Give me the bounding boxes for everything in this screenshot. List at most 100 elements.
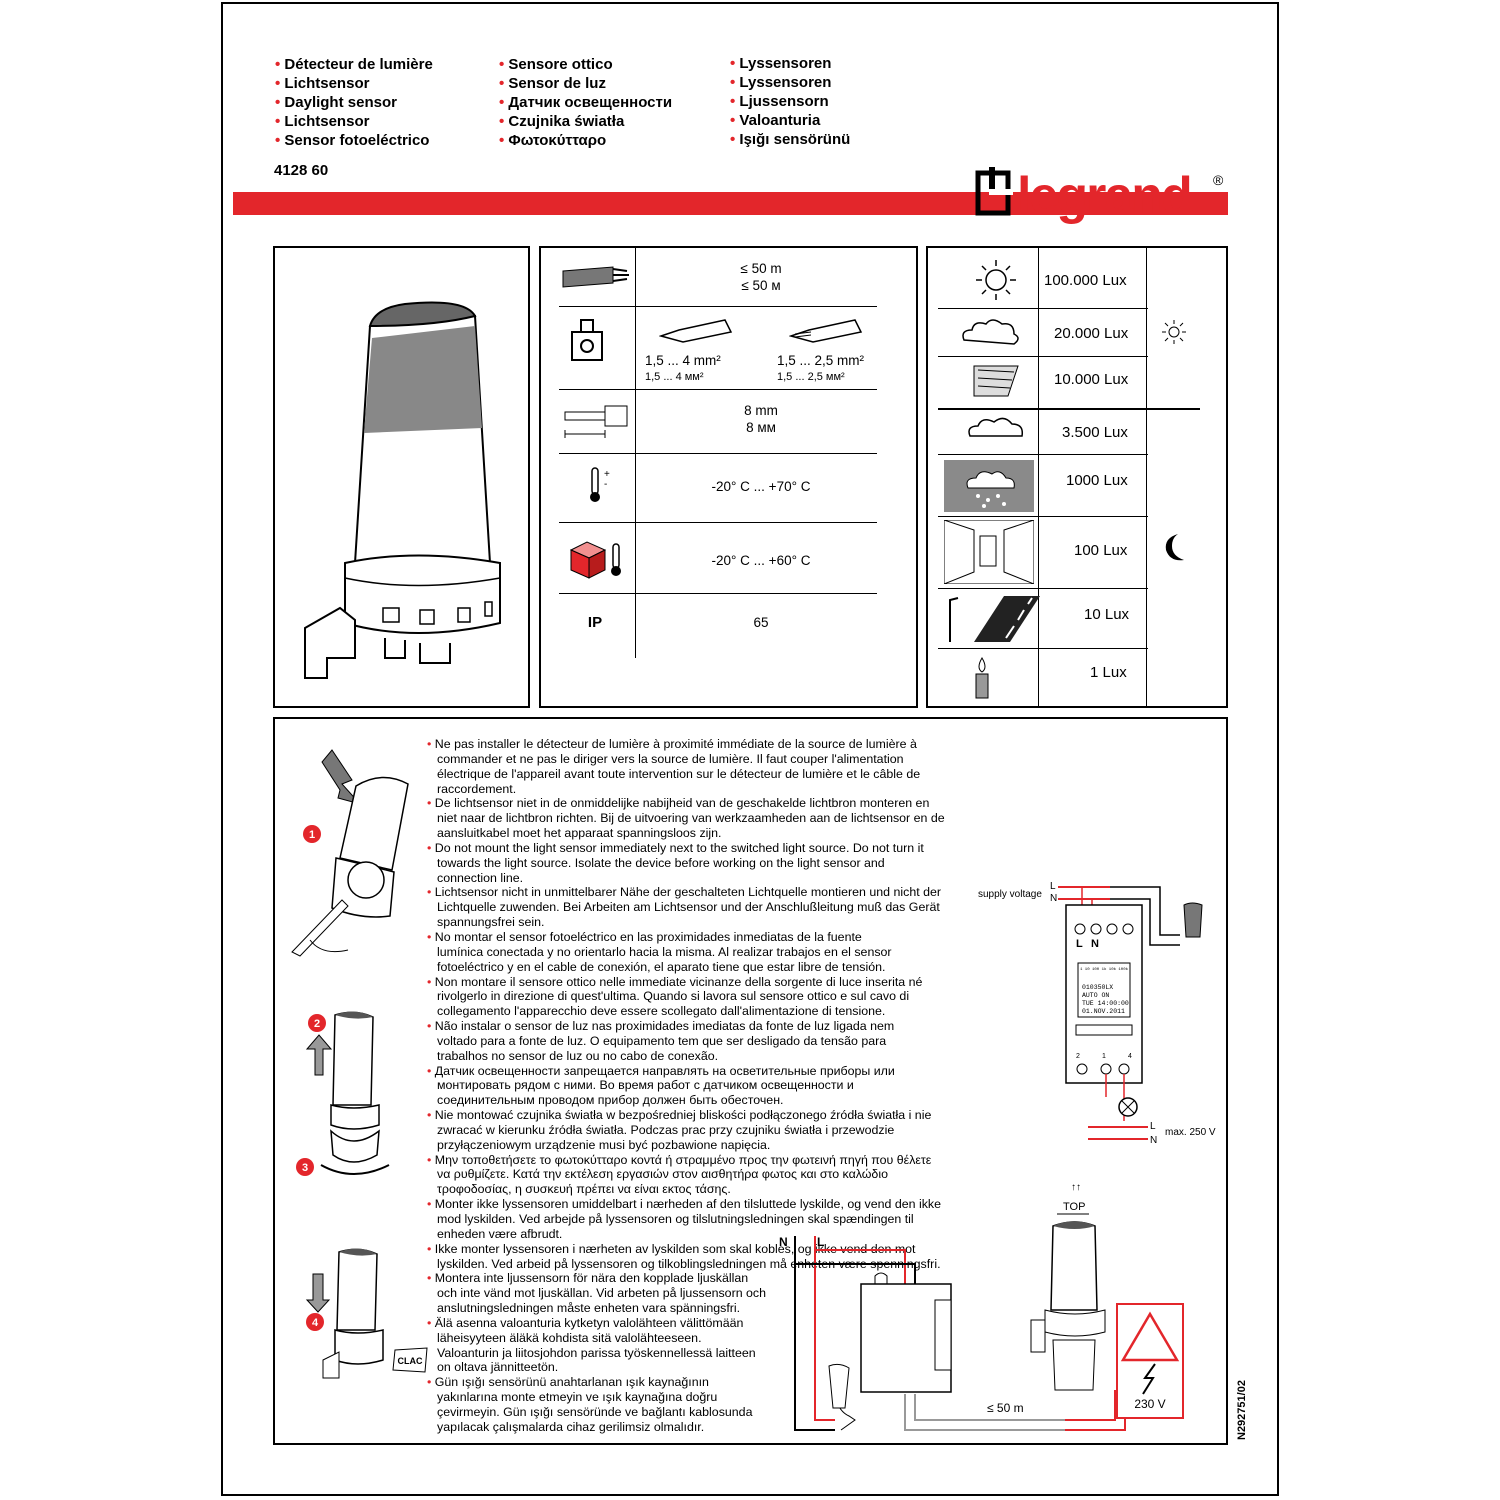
clac-label: CLAC xyxy=(398,1356,423,1366)
instruction-el: Μην τοποθετήσετε το φωτοκύτταρο κοντά ή … xyxy=(427,1153,937,1198)
display-line2: AUTO ON xyxy=(1082,992,1109,999)
operating-temperature: -20° C ... +70° C xyxy=(711,479,811,494)
product-name: Sensor fotoeléctrico xyxy=(275,131,433,150)
terminal-L-label: L xyxy=(1076,938,1083,950)
instruction-fr: Ne pas installer le détecteur de lumière… xyxy=(427,737,947,796)
terminal-N-label: N xyxy=(1091,938,1099,950)
night-moon-icon xyxy=(1165,534,1184,561)
supply-N-label: N xyxy=(1050,893,1057,904)
voltage-230-label: 230 V xyxy=(1134,1397,1165,1411)
product-name: Датчик освещенности xyxy=(499,93,672,112)
install-L-label: L xyxy=(817,1235,824,1249)
step-2-badge: 2 xyxy=(314,1018,320,1030)
flex-wire-latin: 1,5 ... 2,5 mm² xyxy=(777,353,865,368)
display-line1: 010350LX xyxy=(1082,984,1113,991)
product-name: Lichtsensor xyxy=(275,74,433,93)
instruction-en: Do not mount the light sensor immediatel… xyxy=(427,841,947,886)
rain-icon xyxy=(944,460,1034,512)
display-line4: 01.NOV.2011 xyxy=(1082,1008,1125,1015)
rigid-wire-cyrillic: 1,5 ... 4 мм² xyxy=(645,371,704,383)
strip-length: 8 mm 8 мм xyxy=(661,402,861,436)
contact-1-label: 1 xyxy=(1102,1053,1106,1060)
product-name: Işığı sensörünü xyxy=(730,130,850,149)
supply-voltage-label: supply voltage xyxy=(978,889,1042,900)
product-names-col3: Lyssensoren Lyssensoren Ljussensorn Valo… xyxy=(730,54,850,149)
display-line3: TUE 14:00:00 xyxy=(1082,1000,1129,1007)
ip-rating: 65 xyxy=(753,615,769,630)
instruction-es: No montar el sensor fotoeléctrico en las… xyxy=(427,930,907,975)
product-image-panel xyxy=(273,246,530,708)
instruction-pl: Nie montować czujnika światła w bezpośre… xyxy=(427,1108,937,1153)
product-name: Sensore ottico xyxy=(499,55,672,74)
step-2-3-illustration: 2 3 xyxy=(296,1011,390,1176)
sun-cloud-icon xyxy=(962,319,1019,345)
cable-length: ≤ 50 m ≤ 50 м xyxy=(661,260,861,294)
light-sensor-illustration xyxy=(304,301,501,679)
storage-temp-icon xyxy=(569,541,621,579)
legrand-logo: legrand ® xyxy=(975,167,1224,225)
rigid-wire-icon xyxy=(659,319,733,343)
instruction-tr: Gün ışığı sensörünü anahtarlanan ışık ka… xyxy=(427,1375,767,1434)
thermometer-icon: + - xyxy=(590,467,610,502)
strip-length-cyrillic: 8 мм xyxy=(746,420,776,435)
product-name: Lyssensoren xyxy=(730,54,850,73)
lux-20000: 20.000 Lux xyxy=(1054,325,1129,342)
product-name: Détecteur de lumière xyxy=(275,55,432,74)
instruction-nl: De lichtsensor niet in de onmiddelijke n… xyxy=(427,796,947,841)
document-code: N292751/02 xyxy=(1236,1380,1248,1440)
load-N-label: N xyxy=(1150,1135,1157,1146)
lux-1000: 1000 Lux xyxy=(1066,472,1128,489)
overcast-icon xyxy=(973,365,1019,397)
instruction-da: Monter ikke lyssensoren umiddelbart i næ… xyxy=(427,1197,947,1242)
lux-100: 100 Lux xyxy=(1074,542,1128,559)
step-1-illustration: 1 xyxy=(291,749,409,957)
rigid-wire-section: 1,5 ... 4 mm² 1,5 ... 4 мм² xyxy=(645,352,755,386)
sun-icon xyxy=(976,260,1016,300)
distance-label: ≤ 50 m xyxy=(987,1401,1024,1415)
flex-wire-cyrillic: 1,5 ... 2,5 мм² xyxy=(777,371,845,383)
storage-temperature: -20° C ... +60° C xyxy=(711,553,811,568)
product-name: Daylight sensor xyxy=(275,93,433,112)
terminal-screw-icon xyxy=(571,319,603,361)
contact-2-label: 2 xyxy=(1076,1053,1080,1060)
install-N-label: N xyxy=(779,1235,788,1249)
ip-label: IP xyxy=(587,614,603,631)
lux-1: 1 Lux xyxy=(1090,664,1127,681)
lux-10000: 10.000 Lux xyxy=(1054,371,1129,388)
instruction-de: Lichtsensor nicht in unmittelbarer Nähe … xyxy=(427,885,947,930)
svg-text:-: - xyxy=(604,479,607,490)
step-4-badge: 4 xyxy=(312,1317,319,1329)
brand-wordmark: legrand xyxy=(1017,167,1191,225)
lux-10: 10 Lux xyxy=(1084,606,1130,623)
safety-instructions: Ne pas installer le détecteur de lumière… xyxy=(427,737,947,1435)
rigid-wire-latin: 1,5 ... 4 mm² xyxy=(645,353,721,368)
product-name: Lyssensoren xyxy=(730,73,850,92)
strip-length-latin: 8 mm xyxy=(744,403,778,418)
product-names-col2: Sensore ottico Sensor de luz Датчик осве… xyxy=(499,55,672,150)
registered-mark: ® xyxy=(1213,172,1224,188)
wiring-diagram-module: supply voltage L N L N 1 10 100 1k 10k 1… xyxy=(978,881,1216,1146)
svg-text:+: + xyxy=(604,469,610,480)
product-name: Valoanturia xyxy=(730,111,850,130)
product-name: Ljussensorn xyxy=(730,92,850,111)
step-1-badge: 1 xyxy=(309,829,315,841)
max-voltage-label: max. 250 V xyxy=(1165,1127,1216,1138)
cable-length-latin: ≤ 50 m xyxy=(740,261,782,276)
strip-length-icon xyxy=(564,405,628,438)
wiring-diagram-installation: N L ≤ 50 m ↑↑ TOP 230 V xyxy=(779,1182,1184,1431)
product-name: Sensor de luz xyxy=(499,74,672,93)
lux-scale-panel: 100.000 Lux 20.000 Lux 10.000 Lux 3.500 … xyxy=(926,246,1228,708)
lux-3500: 3.500 Lux xyxy=(1062,424,1128,441)
product-names-col1: Détecteur de lumière Lichtsensor Dayligh… xyxy=(275,55,433,150)
cable-icon xyxy=(562,266,629,288)
flex-wire-section: 1,5 ... 2,5 mm² 1,5 ... 2,5 мм² xyxy=(777,352,887,386)
candle-icon xyxy=(975,657,989,699)
contact-4-label: 4 xyxy=(1128,1053,1132,1060)
step-3-badge: 3 xyxy=(302,1162,308,1174)
cloud-icon xyxy=(968,417,1024,437)
product-name: Lichtsensor xyxy=(275,112,433,131)
top-label: TOP xyxy=(1063,1201,1085,1213)
flexible-wire-icon xyxy=(789,319,863,343)
product-name: Φωτοκύτταρο xyxy=(499,131,672,150)
product-reference: 4128 60 xyxy=(274,162,329,179)
